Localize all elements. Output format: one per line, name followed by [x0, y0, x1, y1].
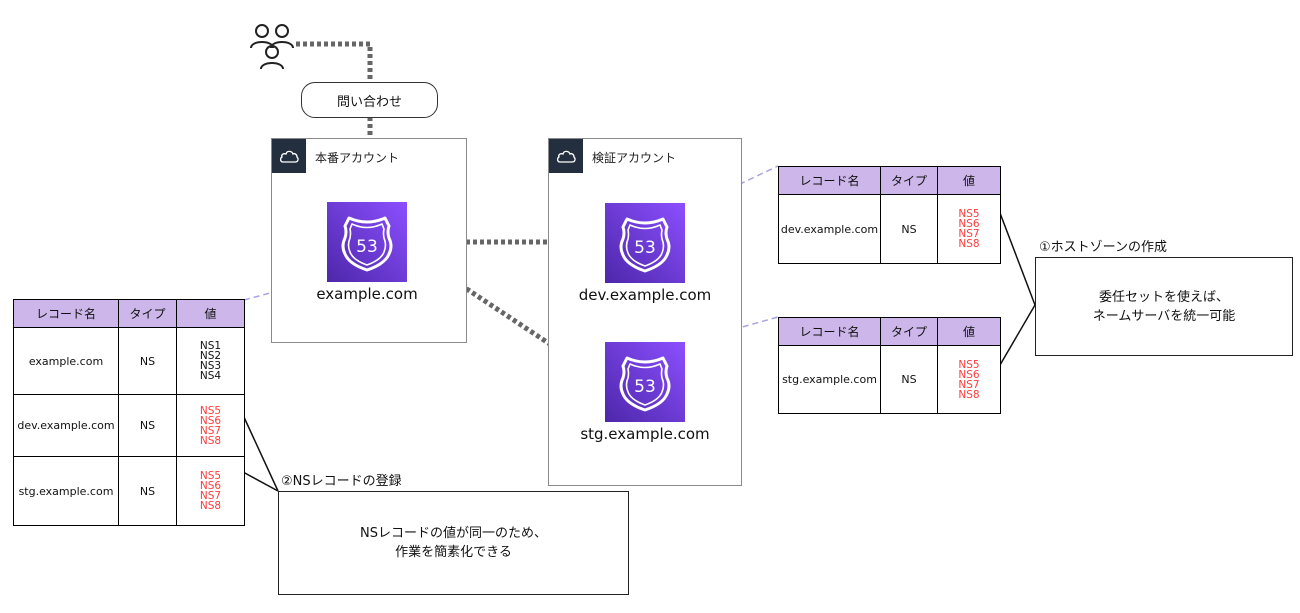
table-header-row: レコード名 タイプ 値	[13, 299, 245, 328]
prod-account-label: 本番アカウント	[315, 151, 400, 165]
record-type-cell: NS	[118, 456, 177, 526]
table-row: stg.example.com NS NS5 NS6 NS7 NS8	[778, 345, 1001, 414]
record-value-cell: NS5 NS6 NS7 NS8	[176, 394, 245, 457]
note1-pointer-dev	[999, 212, 1036, 306]
ns-value: NS5	[199, 470, 222, 482]
note1-box: 委任セットを使えば、 ネームサーバを統一可能	[1035, 257, 1293, 356]
cloud-icon	[549, 139, 583, 173]
note1-title: ①ホストゾーンの作成	[1039, 240, 1168, 255]
ns-value: NS6	[199, 480, 222, 492]
cloud-icon	[272, 139, 306, 173]
record-name-cell: stg.example.com	[778, 345, 881, 414]
stg-zone-record-table: レコード名 タイプ 値 stg.example.com NS NS5 NS6 N…	[778, 317, 1001, 414]
ns-value: NS6	[958, 368, 980, 381]
route53-badge: 53	[356, 237, 378, 257]
note2-pointer-stg	[242, 471, 279, 492]
record-type-cell: NS	[118, 327, 177, 395]
table-header-row: レコード名 タイプ 値	[778, 166, 1001, 195]
record-type-cell: NS	[118, 394, 177, 457]
users-icon	[248, 22, 296, 70]
record-value-cell: NS1 NS2 NS3 NS4	[176, 327, 245, 395]
ns-value: NS5	[958, 358, 980, 371]
zone-label-example: example.com	[316, 285, 418, 303]
record-value-cell: NS5 NS6 NS7 NS8	[937, 194, 1001, 264]
record-name-cell: example.com	[13, 327, 119, 395]
table-row: dev.example.com NS NS5 NS6 NS7 NS8	[13, 394, 245, 457]
query-label: 問い合わせ	[336, 94, 402, 110]
note1-line: ネームサーバを統一可能	[1092, 308, 1236, 324]
note2-box: NSレコードの値が同一のため、 作業を簡素化できる	[278, 491, 629, 595]
header-value: 値	[937, 317, 1001, 346]
route53-icon: 53	[327, 202, 407, 282]
zone-label-dev: dev.example.com	[578, 286, 712, 304]
ns-value: NS1	[199, 340, 222, 352]
table-row: dev.example.com NS NS5 NS6 NS7 NS8	[778, 194, 1001, 264]
header-value: 値	[176, 299, 245, 328]
record-name-cell: dev.example.com	[13, 394, 119, 457]
note2-line: NSレコードの値が同一のため、	[360, 526, 547, 541]
route53-icon: 53	[605, 342, 685, 422]
ns-value: NS6	[958, 218, 980, 230]
note1-line: 委任セットを使えば、	[1098, 289, 1229, 305]
note1-pointer-stg	[999, 304, 1036, 366]
ns-value: NS2	[199, 350, 222, 362]
route53-badge: 53	[634, 238, 656, 258]
ns-value: NS4	[199, 370, 222, 382]
verify-account: 検証アカウント	[548, 138, 742, 486]
ns-value: NS7	[958, 228, 980, 240]
table-header-row: レコード名 タイプ 値	[778, 317, 1001, 346]
record-name-cell: stg.example.com	[13, 456, 119, 526]
table-row: stg.example.com NS NS5 NS6 NS7 NS8	[13, 456, 245, 526]
header-type: タイプ	[880, 317, 938, 346]
ns-value: NS5	[958, 208, 980, 220]
zone-table-link-stg	[684, 316, 779, 344]
verify-account-label: 検証アカウント	[592, 151, 677, 165]
query-box: 問い合わせ	[301, 82, 438, 118]
ns-value: NS8	[199, 434, 222, 447]
note2-pointer-dev	[242, 414, 279, 492]
record-type-cell: NS	[880, 345, 938, 414]
header-type: タイプ	[880, 166, 938, 195]
ns-value: NS8	[958, 388, 980, 401]
header-type: タイプ	[118, 299, 177, 328]
note2-line: 作業を簡素化できる	[395, 545, 512, 560]
dev-zone-record-table: レコード名 タイプ 値 dev.example.com NS NS5 NS6 N…	[778, 166, 1001, 264]
ns-value: NS7	[958, 378, 980, 391]
record-value-cell: NS5 NS6 NS7 NS8	[937, 345, 1001, 414]
ns-value: NS8	[199, 500, 222, 512]
route53-icon: 53	[605, 203, 685, 283]
ns-value: NS7	[199, 490, 222, 502]
parent-zone-record-table: レコード名 タイプ 値 example.com NS NS1 NS2 NS3 N…	[13, 299, 245, 526]
note2-title: ②NSレコードの登録	[281, 474, 402, 489]
record-value-cell: NS5 NS6 NS7 NS8	[176, 456, 245, 526]
record-name-cell: dev.example.com	[778, 194, 881, 264]
ns-value: NS7	[199, 424, 222, 437]
route53-badge: 53	[634, 377, 656, 397]
header-record-name: レコード名	[778, 166, 881, 195]
record-type-cell: NS	[880, 194, 938, 264]
header-value: 値	[937, 166, 1001, 195]
table-row: example.com NS NS1 NS2 NS3 NS4	[13, 327, 245, 395]
header-record-name: レコード名	[13, 299, 119, 328]
prod-account: 本番アカウント	[271, 138, 467, 343]
zone-label-stg: stg.example.com	[580, 425, 710, 443]
ns-value: NS8	[958, 238, 980, 250]
ns-value: NS5	[199, 404, 222, 417]
ns-value: NS3	[199, 360, 222, 372]
ns-value: NS6	[199, 414, 222, 427]
header-record-name: レコード名	[778, 317, 881, 346]
